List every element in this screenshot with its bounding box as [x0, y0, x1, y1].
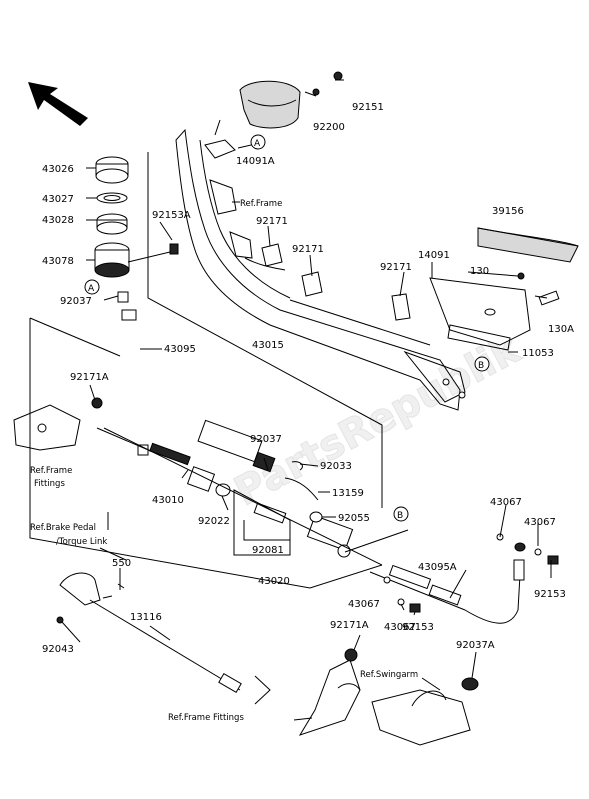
frame-illustration [175, 119, 466, 411]
label-92153A: 92153A [152, 210, 191, 221]
label-43067-c: 43067 [348, 599, 380, 610]
svg-text:A: A [254, 139, 261, 149]
label-43020: 43020 [258, 576, 290, 587]
label-43015: 43015 [252, 340, 284, 351]
lower-hose-43095A [369, 533, 559, 624]
label-43067-d: 43067 [384, 622, 416, 633]
label-39156: 39156 [492, 206, 524, 217]
reservoir-assembly [94, 156, 179, 303]
guard-39156 [477, 227, 579, 263]
label-43095A: 43095A [418, 562, 457, 573]
label-92037-mid: 92037 [250, 434, 282, 445]
label-92171-a: 92171 [256, 216, 288, 227]
label-92153-a: 92153 [402, 622, 434, 633]
label-43067-a: 43067 [490, 497, 522, 508]
label-92081: 92081 [252, 545, 284, 556]
part-labels: 92151 92200 14091A 43026 43027 43028 430… [42, 102, 574, 655]
ref-torque-link: /Torque Link [56, 537, 107, 547]
label-43095: 43095 [164, 344, 196, 355]
frame-fittings-bottom [298, 648, 361, 736]
hose-43095 [121, 309, 212, 439]
label-92022: 92022 [198, 516, 230, 527]
svg-text:B: B [478, 361, 484, 371]
label-92171-b: 92171 [292, 244, 324, 255]
label-92151: 92151 [352, 102, 384, 113]
svg-text:B: B [397, 511, 403, 521]
clamps-92171 [261, 243, 411, 321]
ref-frame-left-fittings: Fittings [34, 479, 65, 489]
front-arrow-icon [28, 82, 88, 126]
cover-14091A [239, 71, 343, 129]
ref-frame-top: Ref.Frame [240, 199, 282, 209]
label-92171-c: 92171 [380, 262, 412, 273]
label-92037A: 92037A [456, 640, 495, 651]
label-11053: 11053 [522, 348, 554, 359]
ref-frame-left: Ref.Frame [30, 466, 72, 476]
watermark-text: PartsRepublik [227, 326, 528, 515]
reference-labels: Ref.Frame Ref.Frame Fittings Ref.Brake P… [30, 199, 418, 723]
svg-text:A: A [88, 284, 95, 294]
label-43028: 43028 [42, 215, 74, 226]
label-92200: 92200 [313, 122, 345, 133]
label-550: 550 [112, 558, 131, 569]
leader-lines [61, 79, 552, 721]
ref-frame-fittings: Ref.Frame Fittings [168, 713, 244, 723]
label-92055: 92055 [338, 513, 370, 524]
ref-brake-pedal: Ref.Brake Pedal [30, 523, 96, 533]
label-92171A-top: 92171A [70, 372, 109, 383]
bracket-14091 [429, 272, 560, 351]
label-43027: 43027 [42, 194, 74, 205]
swingarm [371, 677, 479, 746]
label-92153-b: 92153 [534, 589, 566, 600]
marker-b-right: B [474, 356, 490, 372]
label-92171A-bot: 92171A [330, 620, 369, 631]
push-rod-13116 [56, 572, 242, 694]
ref-swingarm: Ref.Swingarm [360, 670, 418, 680]
label-13159: 13159 [332, 488, 364, 499]
marker-b-lower: B [393, 506, 409, 522]
label-92033: 92033 [320, 461, 352, 472]
group-outlines [29, 152, 383, 705]
label-43010: 43010 [152, 495, 184, 506]
label-43026: 43026 [42, 164, 74, 175]
label-14091A: 14091A [236, 156, 275, 167]
label-92043: 92043 [42, 644, 74, 655]
marker-a-left: A [84, 279, 100, 295]
marker-a-top: A [250, 134, 266, 150]
frame-fitting-left [13, 397, 103, 451]
label-130A: 130A [548, 324, 574, 335]
label-43067-b: 43067 [524, 517, 556, 528]
label-14091: 14091 [418, 250, 450, 261]
label-43078: 43078 [42, 256, 74, 267]
label-130: 130 [470, 266, 489, 277]
label-92037: 92037 [60, 296, 92, 307]
label-13116: 13116 [130, 612, 162, 623]
